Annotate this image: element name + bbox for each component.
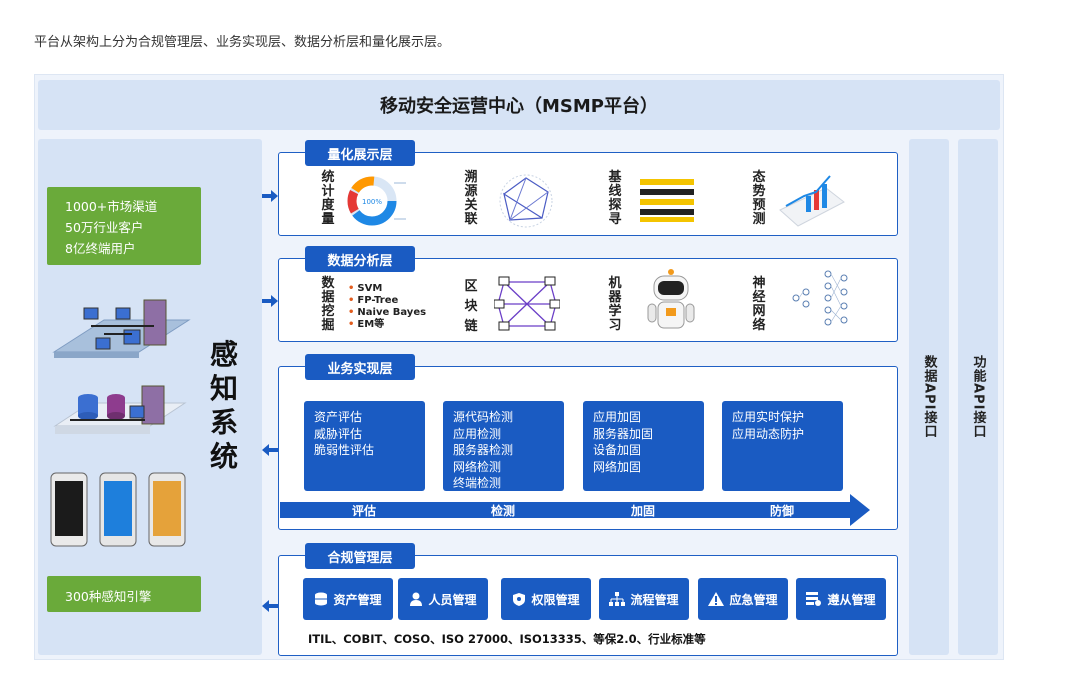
trend-chart-icon (779, 175, 845, 227)
detection-box: 源代码检测 应用检测 服务器检测 网络检测 终端检测 (443, 401, 564, 491)
process-management-button[interactable]: 流程管理 (599, 578, 689, 620)
mining-label: 数据挖掘 (321, 276, 335, 333)
network-graph-icon (499, 174, 553, 228)
process-arrow (280, 494, 870, 526)
algorithm-list: •SVM •FP-Tree •Naive Bayes •EM等 (348, 283, 427, 330)
phase-label: 评估 (352, 504, 377, 518)
permission-management-button[interactable]: 权限管理 (501, 578, 591, 620)
assessment-box: 资产评估 威胁评估 脆弱性评估 (304, 401, 425, 491)
banner-title: 移动安全运营中心（MSMP平台） (38, 80, 1000, 130)
phase-label: 检测 (491, 504, 516, 518)
database-icon (315, 592, 328, 606)
asset-management-button[interactable]: 资产管理 (303, 578, 393, 620)
mobile-phones-icon (50, 472, 186, 547)
business-layer-tag: 业务实现层 (305, 354, 415, 380)
display-item-label: 基线探寻 (608, 170, 622, 227)
hardening-box: 应用加固 服务器加固 设备加固 网络加固 (583, 401, 704, 491)
analysis-layer-tag: 数据分析层 (305, 246, 415, 272)
arrow-right-icon (262, 295, 278, 307)
function-api-column: 功能API接口 (958, 139, 998, 655)
arrow-left-icon (262, 444, 278, 456)
flow-icon (609, 592, 626, 606)
compliance-layer-tag: 合规管理层 (305, 543, 415, 569)
phase-label: 防御 (770, 504, 795, 518)
user-icon (410, 592, 423, 606)
display-layer-tag: 量化展示层 (305, 140, 415, 166)
display-item-label: 统计度量 (321, 170, 335, 227)
compliance-icon (806, 592, 822, 606)
server-database-icon (53, 385, 187, 434)
perceive-label: 感 知 系 统 (209, 338, 238, 473)
arrow-right-icon (262, 190, 278, 202)
stat-users: 8亿终端用户 (65, 241, 136, 256)
display-item-label: 溯源关联 (464, 170, 478, 227)
network-computers-icon (52, 299, 191, 358)
donut-chart-icon: 100% (347, 176, 406, 226)
neural-network-icon (792, 270, 848, 326)
caution-tape-icon (638, 177, 696, 223)
stat-customers: 50万行业客户 (65, 220, 144, 235)
data-api-column: 数据API接口 (909, 139, 949, 655)
standards-text: ITIL、COBIT、COSO、ISO 27000、ISO13335、等保2.0… (308, 632, 706, 646)
defense-box: 应用实时保护 应用动态防护 (722, 401, 843, 491)
emergency-management-button[interactable]: 应急管理 (698, 578, 788, 620)
analysis-item-label: 机器学习 (608, 276, 622, 333)
engines-box: 300种感知引擎 (47, 576, 201, 612)
shield-icon (513, 592, 526, 606)
blockchain-icon (494, 276, 560, 331)
warning-icon (708, 592, 725, 606)
phase-label: 加固 (631, 504, 656, 518)
personnel-management-button[interactable]: 人员管理 (398, 578, 488, 620)
stats-box: 1000+市场渠道 50万行业客户 8亿终端用户 (47, 187, 201, 265)
arrow-left-icon (262, 600, 278, 612)
stat-channels: 1000+市场渠道 (65, 199, 158, 214)
robot-icon (647, 269, 695, 329)
intro-text: 平台从架构上分为合规管理层、业务实现层、数据分析层和量化展示层。 (34, 35, 451, 50)
display-item-label: 态势预测 (752, 170, 766, 227)
analysis-item-label: 区块链 (464, 279, 478, 334)
compliance-management-button[interactable]: 遵从管理 (796, 578, 886, 620)
analysis-item-label: 神经网络 (752, 276, 766, 333)
svg-text:100%: 100% (362, 198, 382, 206)
